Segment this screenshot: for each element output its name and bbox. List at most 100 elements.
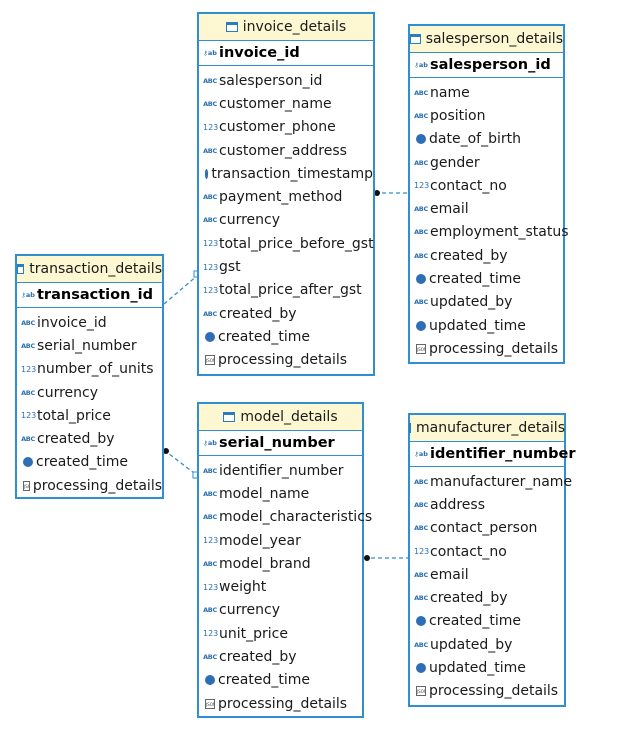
table-header[interactable]: transaction_details (17, 256, 162, 283)
column-row[interactable]: created_time (410, 610, 564, 633)
json-icon: JSON (416, 686, 426, 697)
column-name: contact_person (430, 520, 538, 537)
text-type-icon: ABC (414, 111, 428, 120)
table-icon (409, 423, 411, 433)
table-title: manufacturer_details (416, 420, 565, 436)
column-row[interactable]: created_time (199, 669, 362, 692)
text-type-icon: ABC (414, 88, 428, 97)
column-row[interactable]: transaction_timestamp (199, 162, 373, 185)
text-type-icon: ABC (203, 76, 217, 85)
number-type-icon: 123 (414, 181, 430, 191)
column-name: gender (430, 154, 480, 171)
link-transaction-model (163, 449, 199, 477)
column-name: created_time (429, 271, 521, 288)
text-type-icon: ABC (414, 594, 428, 603)
column-row[interactable]: date_of_birth (410, 128, 563, 151)
column-row[interactable]: created_time (17, 451, 162, 474)
column-name: name (430, 84, 470, 101)
column-name: updated_time (429, 660, 526, 677)
number-type-icon: 123 (203, 262, 219, 272)
column-name: model_year (219, 532, 301, 549)
text-type-icon: ABC (414, 570, 428, 579)
number-type-icon: 123 (203, 239, 219, 249)
column-row[interactable]: updated_time (410, 656, 564, 679)
column-name: created_by (430, 590, 508, 607)
text-type-icon: ABC (414, 500, 428, 509)
column-name: customer_address (219, 142, 347, 159)
link-end-dot (163, 448, 169, 454)
column-name: unit_price (219, 625, 288, 642)
table-title: model_details (240, 409, 338, 425)
table-header[interactable]: invoice_details (199, 14, 373, 41)
text-type-icon: ABC (203, 606, 217, 615)
primary-key-name: transaction_id (37, 287, 153, 303)
column-name: processing_details (32, 477, 162, 494)
table-header[interactable]: manufacturer_details (409, 415, 565, 442)
column-name: email (430, 201, 469, 218)
text-type-icon: ABC (414, 158, 428, 167)
column-row[interactable]: created_time (410, 267, 563, 290)
column-row[interactable]: updated_time (410, 314, 563, 337)
table-header[interactable]: model_details (199, 404, 362, 431)
column-name: model_brand (219, 555, 311, 572)
primary-key-icon: ⚷ab (203, 439, 217, 447)
column-row[interactable]: created_time (199, 325, 373, 348)
table-header[interactable]: salesperson_details (410, 26, 563, 53)
